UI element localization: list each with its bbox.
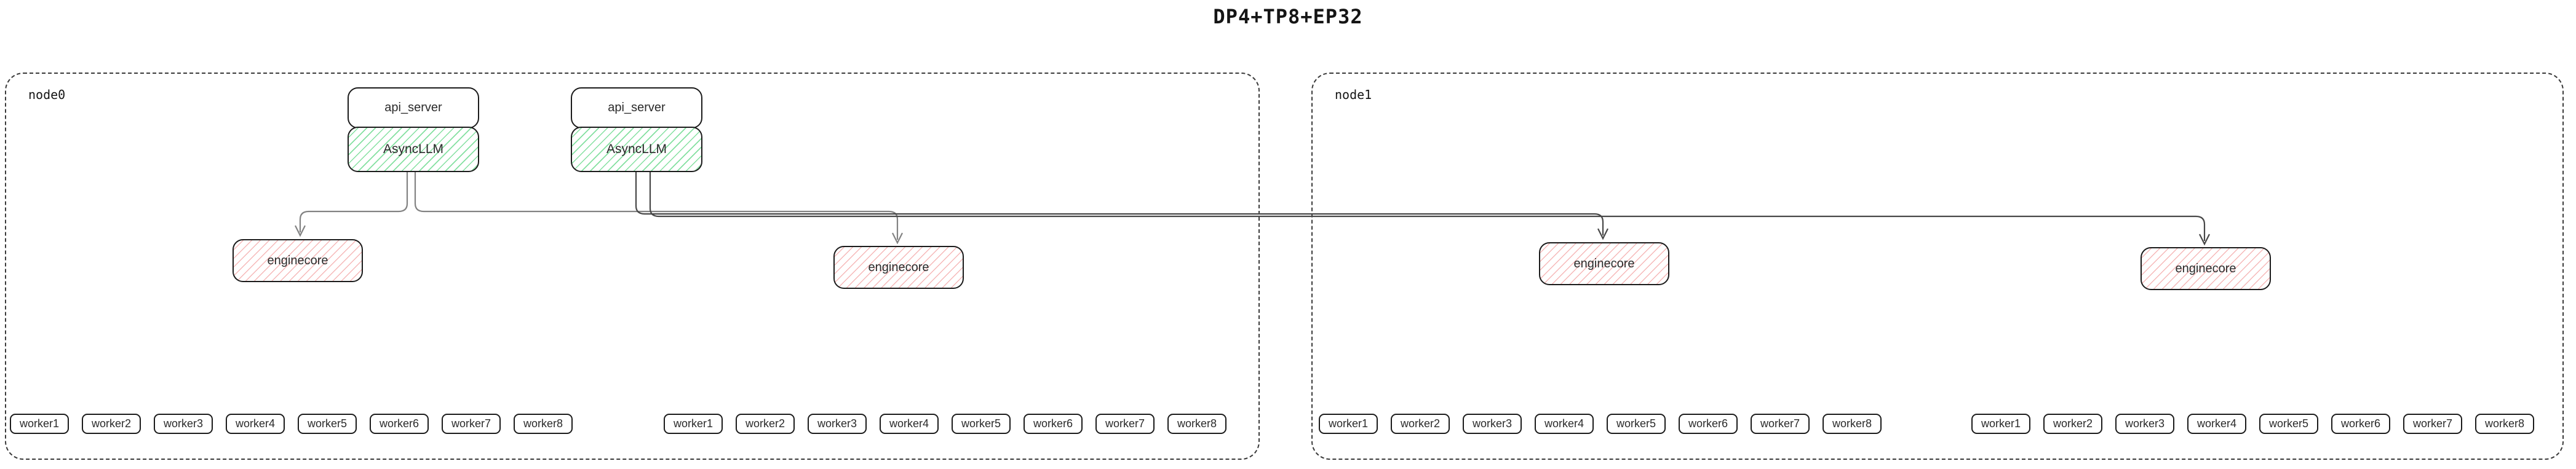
worker-box: worker2 [82,414,141,434]
worker-box: worker5 [298,414,357,434]
worker-box: worker7 [1751,414,1810,434]
api-server-box-1: api_server [348,87,479,128]
async-llm-box-1: AsyncLLM [348,127,479,172]
enginecore-box-4: enginecore [2141,247,2271,290]
api-stack-1: api_server AsyncLLM [348,87,479,172]
worker-box: worker6 [370,414,429,434]
async-llm-box-2: AsyncLLM [571,127,702,172]
worker-box: worker8 [514,414,573,434]
worker-box: worker4 [880,414,939,434]
worker-box: worker5 [2259,414,2318,434]
worker-box: worker1 [664,414,723,434]
enginecore-box-1: enginecore [233,239,363,282]
diagram-title: DP4+TP8+EP32 [1213,5,1363,28]
worker-box: worker4 [1535,414,1594,434]
enginecore-box-2: enginecore [833,246,964,289]
node1-label: node1 [1335,87,1372,102]
worker-box: worker6 [1024,414,1083,434]
worker-box: worker5 [952,414,1011,434]
worker-group-3: worker1 worker2 worker3 worker4 worker5 … [1319,414,1882,434]
worker-box: worker7 [442,414,501,434]
worker-box: worker3 [1463,414,1522,434]
worker-box: worker8 [1823,414,1882,434]
api-server-box-2: api_server [571,87,702,128]
worker-group-1: worker1 worker2 worker3 worker4 worker5 … [10,414,573,434]
enginecore-box-3: enginecore [1539,242,1669,285]
worker-box: worker2 [2043,414,2102,434]
worker-box: worker2 [1391,414,1450,434]
worker-box: worker1 [1319,414,1378,434]
worker-box: worker8 [1167,414,1226,434]
worker-box: worker4 [2187,414,2246,434]
worker-box: worker5 [1607,414,1666,434]
worker-group-4: worker1 worker2 worker3 worker4 worker5 … [1971,414,2534,434]
node0-container: node0 api_server AsyncLLM api_server Asy… [5,73,1260,460]
worker-box: worker6 [2331,414,2390,434]
node1-container: node1 enginecore enginecore worker1 work… [1311,73,2564,460]
worker-group-2: worker1 worker2 worker3 worker4 worker5 … [664,414,1226,434]
worker-box: worker8 [2475,414,2534,434]
worker-box: worker3 [2115,414,2174,434]
worker-box: worker1 [10,414,69,434]
worker-box: worker4 [226,414,285,434]
api-stack-2: api_server AsyncLLM [571,87,702,172]
worker-box: worker3 [154,414,213,434]
worker-box: worker7 [1095,414,1155,434]
worker-box: worker3 [808,414,867,434]
worker-box: worker6 [1679,414,1738,434]
node0-label: node0 [28,87,66,102]
worker-box: worker2 [736,414,795,434]
worker-box: worker1 [1971,414,2030,434]
worker-box: worker7 [2403,414,2462,434]
